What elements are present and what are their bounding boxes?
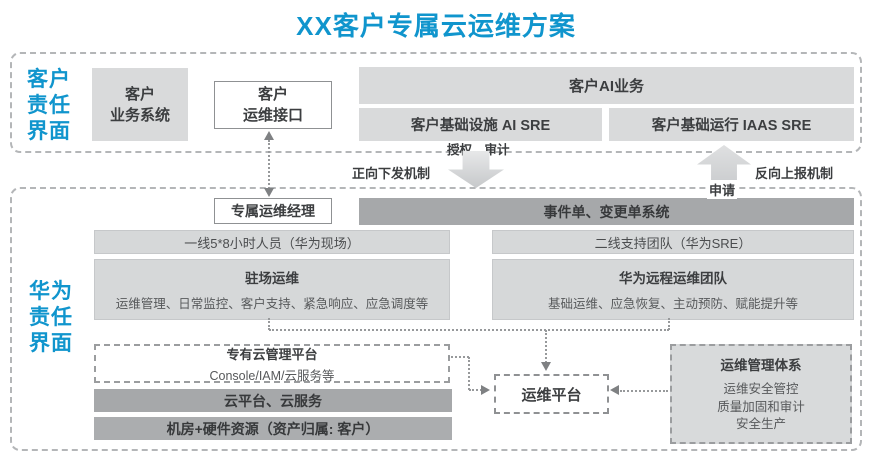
- dedicated-ops-manager-box: 专属运维经理: [214, 198, 332, 224]
- ops-mgmt-system-items: 运维安全管控 质量加固和审计 安全生产: [717, 381, 805, 434]
- private-cloud-mgmt-title: 专有云管理平台: [226, 346, 318, 362]
- cloud-mgmt-connector-v: [468, 357, 470, 390]
- remote-ops-title: 华为远程运维团队: [619, 271, 727, 286]
- page-title: XX客户专属云运维方案: [296, 11, 576, 41]
- teams-connector-line: [269, 329, 669, 331]
- remote-ops-desc: 基础运维、应急恢复、主动预防、赋能提升等: [547, 297, 798, 311]
- huawei-responsibility-zone: 华为 责任 界面 专属运维经理 事件单、变更单系统 一线5*8小时人员（华为现场…: [10, 187, 862, 451]
- datacenter-bar: 机房+硬件资源（资产归属: 客户）: [94, 417, 452, 440]
- cloud-mgmt-connector-h2: [469, 389, 482, 391]
- zone-label-line: 界面: [27, 120, 71, 143]
- zone-label-line: 责任: [27, 94, 71, 117]
- arrowhead-down-icon: [541, 362, 551, 371]
- onsite-ops-title: 驻场运维: [245, 271, 299, 286]
- onsite-ops-box: 驻场运维 运维管理、日常监控、客户支持、紧急响应、应急调度等: [94, 259, 450, 320]
- ops-mgmt-item: 运维安全管控: [723, 382, 799, 396]
- frontline-team-box: 一线5*8小时人员（华为现场）: [94, 230, 450, 254]
- apply-label: 申请: [707, 180, 738, 199]
- remote-ops-connector-stub: [668, 318, 670, 330]
- reverse-mechanism-label: 反向上报机制: [755, 166, 834, 181]
- zone-label-line: 责任: [29, 306, 73, 329]
- zone-label-line: 界面: [29, 332, 73, 355]
- arrowhead-right-icon: [481, 385, 490, 395]
- arrowhead-down-icon: [264, 188, 274, 197]
- ticket-system-bar: 事件单、变更单系统: [359, 198, 854, 225]
- private-cloud-mgmt-desc: Console/IAM/云服务等: [209, 368, 335, 383]
- ops-mgmt-item: 质量加固和审计: [717, 399, 805, 414]
- ops-mgmt-system-box: 运维管理体系 运维安全管控 质量加固和审计 安全生产: [670, 344, 852, 444]
- customer-ai-sre-box: 客户基础设施 AI SRE: [359, 108, 602, 141]
- customer-responsibility-zone: 客户 责任 界面 客户 业务系统 客户 运维接口 客户AI业务 客户基础设施 A…: [10, 52, 862, 153]
- onsite-ops-desc: 运维管理、日常监控、客户支持、紧急响应、应急调度等: [115, 297, 429, 311]
- ops-platform-box: 运维平台: [494, 374, 609, 414]
- zone-label-line: 客户: [27, 68, 71, 91]
- huawei-zone-label: 华为 责任 界面: [29, 279, 73, 357]
- arrowhead-up-icon: [264, 131, 274, 140]
- interface-manager-connector-line: [268, 140, 270, 189]
- customer-ops-interface-box: 客户 运维接口: [214, 81, 332, 129]
- ops-platform-drop-line: [545, 330, 547, 363]
- customer-iaas-sre-box: 客户基础运行 IAAS SRE: [609, 108, 854, 141]
- zone-label-line: 华为: [29, 280, 73, 303]
- customer-ai-business-bar: 客户AI业务: [359, 67, 854, 104]
- arrowhead-left-icon: [610, 385, 619, 395]
- cloud-mgmt-connector-h1: [448, 356, 469, 358]
- customer-zone-label: 客户 责任 界面: [27, 67, 71, 145]
- remote-ops-box: 华为远程运维团队 基础运维、应急恢复、主动预防、赋能提升等: [492, 259, 854, 320]
- ops-mgmt-item: 安全生产: [735, 417, 786, 431]
- onsite-ops-connector-stub: [268, 318, 270, 330]
- ops-mgmt-system-title: 运维管理体系: [720, 358, 802, 373]
- secondline-team-box: 二线支持团队（华为SRE）: [492, 230, 854, 254]
- ops-system-connector-line: [620, 390, 668, 392]
- forward-mechanism-label: 正向下发机制: [352, 166, 431, 181]
- cloud-platform-bar: 云平台、云服务: [94, 389, 452, 412]
- customer-business-system-box: 客户 业务系统: [92, 68, 188, 141]
- private-cloud-mgmt-box: 专有云管理平台 Console/IAM/云服务等: [94, 344, 450, 383]
